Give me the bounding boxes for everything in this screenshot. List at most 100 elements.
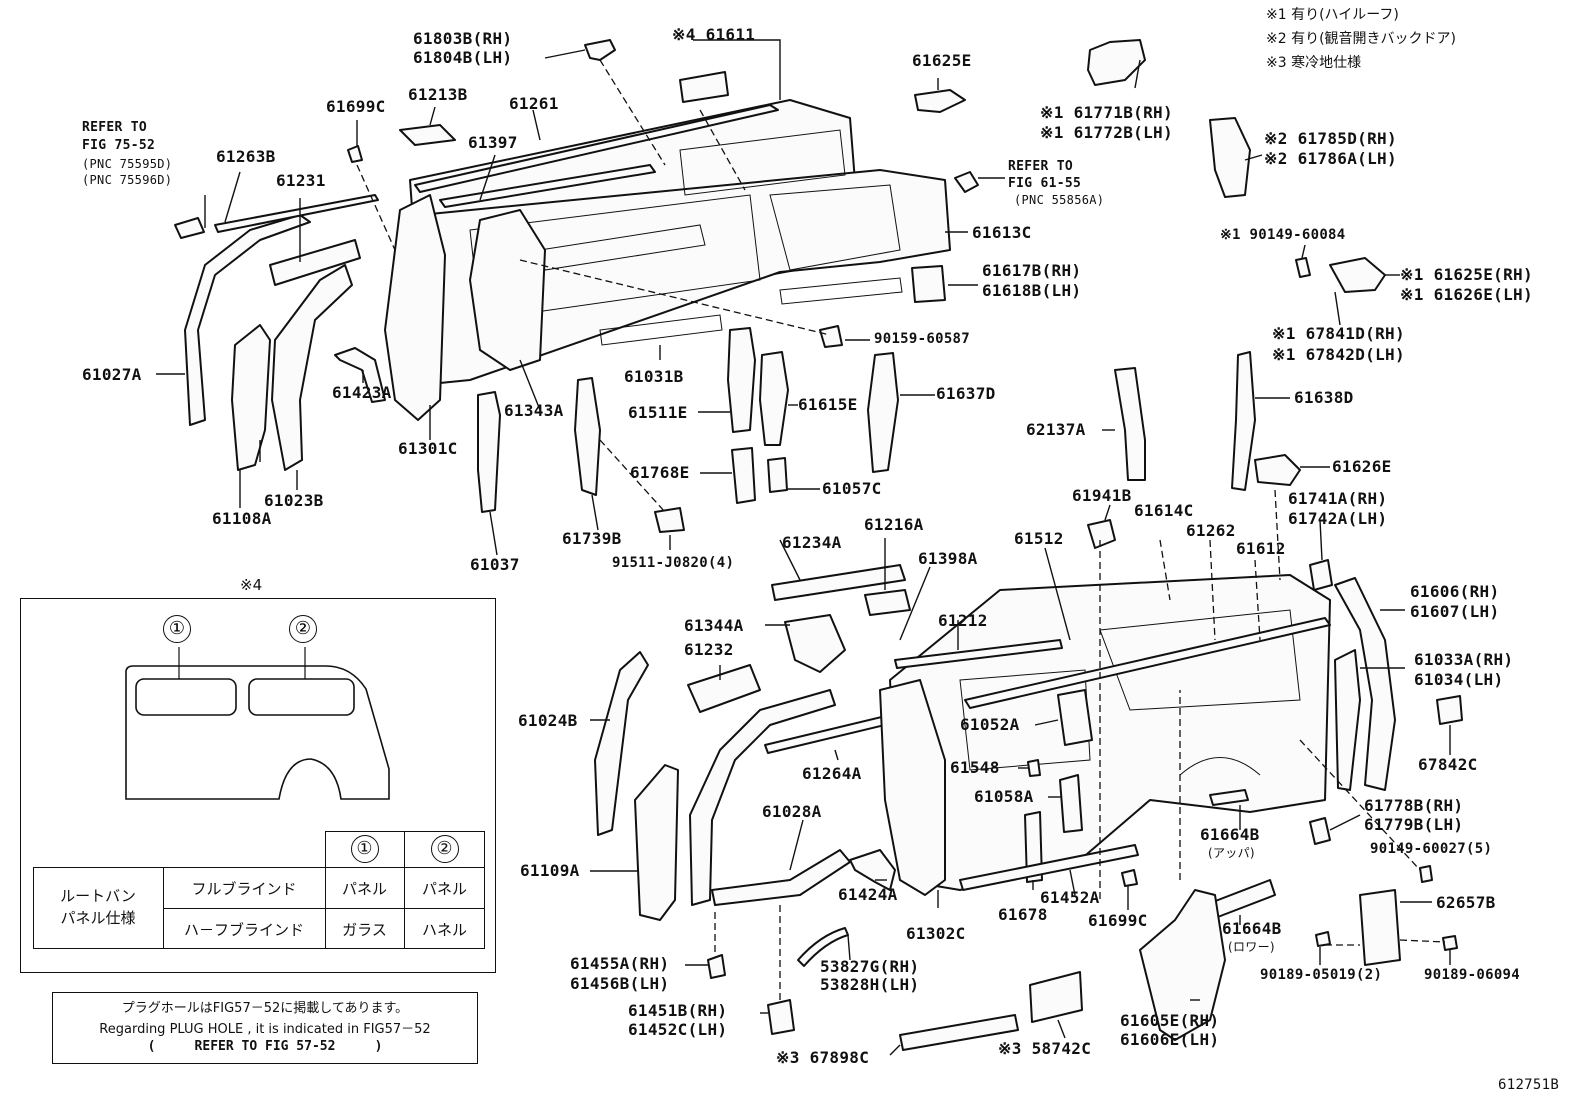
part-61615E-strip xyxy=(759,351,789,446)
label-67842D: ※1 67842D(LH) xyxy=(1272,345,1405,364)
label-61052A: 61052A xyxy=(960,715,1020,734)
part-62657B-panel xyxy=(1359,889,1401,966)
label-61452A: 61452A xyxy=(1040,888,1100,907)
part-61741A-bracket xyxy=(1309,559,1333,591)
refer-fig75-line4: (PNC 75596D) xyxy=(82,173,173,187)
part-61699C-grommet xyxy=(1121,869,1138,887)
spec-table: ① ② ルートバン パネル仕様 フルブラインド パネル パネル ハ－フブラインド… xyxy=(33,831,485,949)
part-61548-clip xyxy=(1027,759,1041,777)
refer-fig61-line1: REFER TO xyxy=(1008,159,1074,174)
part-61234A-rail xyxy=(771,564,906,601)
label-appa: (アッパ) xyxy=(1208,846,1255,860)
part-61617B-plate xyxy=(911,265,946,303)
plug-hole-note: プラグホールはFIG57－52に掲載してあります。 Regarding PLUG… xyxy=(52,992,478,1064)
label-61231: 61231 xyxy=(276,171,326,190)
part-61637D-strip xyxy=(867,352,899,473)
van-window-2 xyxy=(248,678,355,716)
part-61455A-clip xyxy=(707,954,726,979)
label-61626E-r: ※1 61626E(LH) xyxy=(1400,285,1533,304)
inset-box: ① ② ① ② ルートバン パネル仕様 フルブラインド パネル パネル ハ－フブ… xyxy=(20,598,496,973)
part-61023B-pillar xyxy=(271,264,353,471)
table-head-2: ② xyxy=(404,835,485,863)
label-67842C: 67842C xyxy=(1418,755,1478,774)
label-61456B: 61456B(LH) xyxy=(570,974,670,993)
label-61397: 61397 xyxy=(468,133,518,152)
table-row-divider xyxy=(163,908,485,909)
part-61397-rail xyxy=(439,164,656,208)
label-61028A: 61028A xyxy=(762,802,822,821)
label-61212: 61212 xyxy=(938,611,988,630)
table-r2-c1: ハ－フブラインド xyxy=(183,921,304,939)
label-58742C: ※3 58742C xyxy=(998,1039,1092,1058)
table-r1-c3: パネル xyxy=(421,880,467,898)
label-61455A: 61455A(RH) xyxy=(570,954,670,973)
part-61028A-lower xyxy=(711,849,851,906)
label-61617B: 61617B(RH) xyxy=(982,261,1082,280)
label-61058A: 61058A xyxy=(974,787,1034,806)
label-61803B: 61803B(RH) xyxy=(413,29,513,48)
refer-fig75-line2: FIG 75-52 xyxy=(82,138,156,153)
label-62137A: 62137A xyxy=(1026,420,1086,439)
label-61234A: 61234A xyxy=(782,533,842,552)
part-61213B-plate xyxy=(399,124,456,146)
part-61232-plate xyxy=(687,664,761,713)
label-61037: 61037 xyxy=(470,555,520,574)
part-61423A-arch xyxy=(334,347,386,403)
bolt-90189-05019 xyxy=(1315,931,1331,947)
label-67898C: ※3 67898C xyxy=(776,1048,870,1067)
bolt-90149-60084 xyxy=(1295,257,1311,278)
label-61615E: 61615E xyxy=(798,395,858,414)
label-61699C-top: 61699C xyxy=(326,97,386,116)
label-61606E: 61606E(LH) xyxy=(1120,1030,1220,1049)
table-r1-c2: パネル xyxy=(341,880,387,898)
label-90149-60084: ※1 90149-60084 xyxy=(1220,227,1346,243)
part-61626E-bracket xyxy=(1254,454,1301,486)
label-61232: 61232 xyxy=(684,640,734,659)
label-61057C: 61057C xyxy=(822,479,882,498)
part-61606-pillar xyxy=(1334,577,1396,791)
bolt-90149-60027 xyxy=(1419,865,1433,883)
part-61109A-pillar xyxy=(634,764,679,921)
label-61261: 61261 xyxy=(509,94,559,113)
label-61626E: 61626E xyxy=(1332,457,1392,476)
label-61772B: ※1 61772B(LH) xyxy=(1040,123,1173,142)
part-61262-rail xyxy=(964,617,1331,709)
label-61804B: 61804B(LH) xyxy=(413,48,513,67)
label-61638D: 61638D xyxy=(1294,388,1354,407)
plug-note-line2: Regarding PLUG HOLE , it is indicated in… xyxy=(99,1022,431,1037)
part-67842C-cap xyxy=(1436,695,1463,725)
part-61057C-bracket xyxy=(767,457,788,493)
label-61637D: 61637D xyxy=(936,384,996,403)
part-61699C-grommet-top xyxy=(347,145,363,163)
part-61778B-clip xyxy=(1309,817,1331,845)
label-61344A: 61344A xyxy=(684,616,744,635)
label-90189-05019: 90189-05019(2) xyxy=(1260,967,1383,983)
label-61109A: 61109A xyxy=(520,861,580,880)
part-61451B-clip xyxy=(767,999,795,1035)
part-61511E-strip xyxy=(727,327,756,433)
part-61625E-bracket-top xyxy=(914,89,966,113)
label-61031B: 61031B xyxy=(624,367,684,386)
part-61739B-strip xyxy=(574,377,601,496)
note-2: ※2 有り(観音開きバックドア) xyxy=(1266,31,1457,47)
part-61261-rail xyxy=(414,104,779,193)
part-61605E-wheelhouse xyxy=(1139,889,1226,1041)
part-61803B-clip xyxy=(584,39,616,61)
table-r2-c2: ガラス xyxy=(342,921,387,939)
label-61625E-top: 61625E xyxy=(912,51,972,70)
inset-mark: ※4 xyxy=(240,576,263,594)
part-61611-window-panel xyxy=(679,71,729,103)
label-61607: 61607(LH) xyxy=(1410,602,1500,621)
part-61638D-strip xyxy=(1231,351,1256,491)
label-61605E: 61605E(RH) xyxy=(1120,1011,1220,1030)
label-61678: 61678 xyxy=(998,905,1048,924)
label-61302C: 61302C xyxy=(906,924,966,943)
label-61612: 61612 xyxy=(1236,539,1286,558)
part-61452A-rail xyxy=(959,844,1139,891)
label-61301C: 61301C xyxy=(398,439,458,458)
label-61216A: 61216A xyxy=(864,515,924,534)
label-61786A: ※2 61786A(LH) xyxy=(1264,149,1397,168)
part-58742C-panel xyxy=(1029,971,1083,1023)
part-61058A-bracket xyxy=(1059,774,1083,833)
